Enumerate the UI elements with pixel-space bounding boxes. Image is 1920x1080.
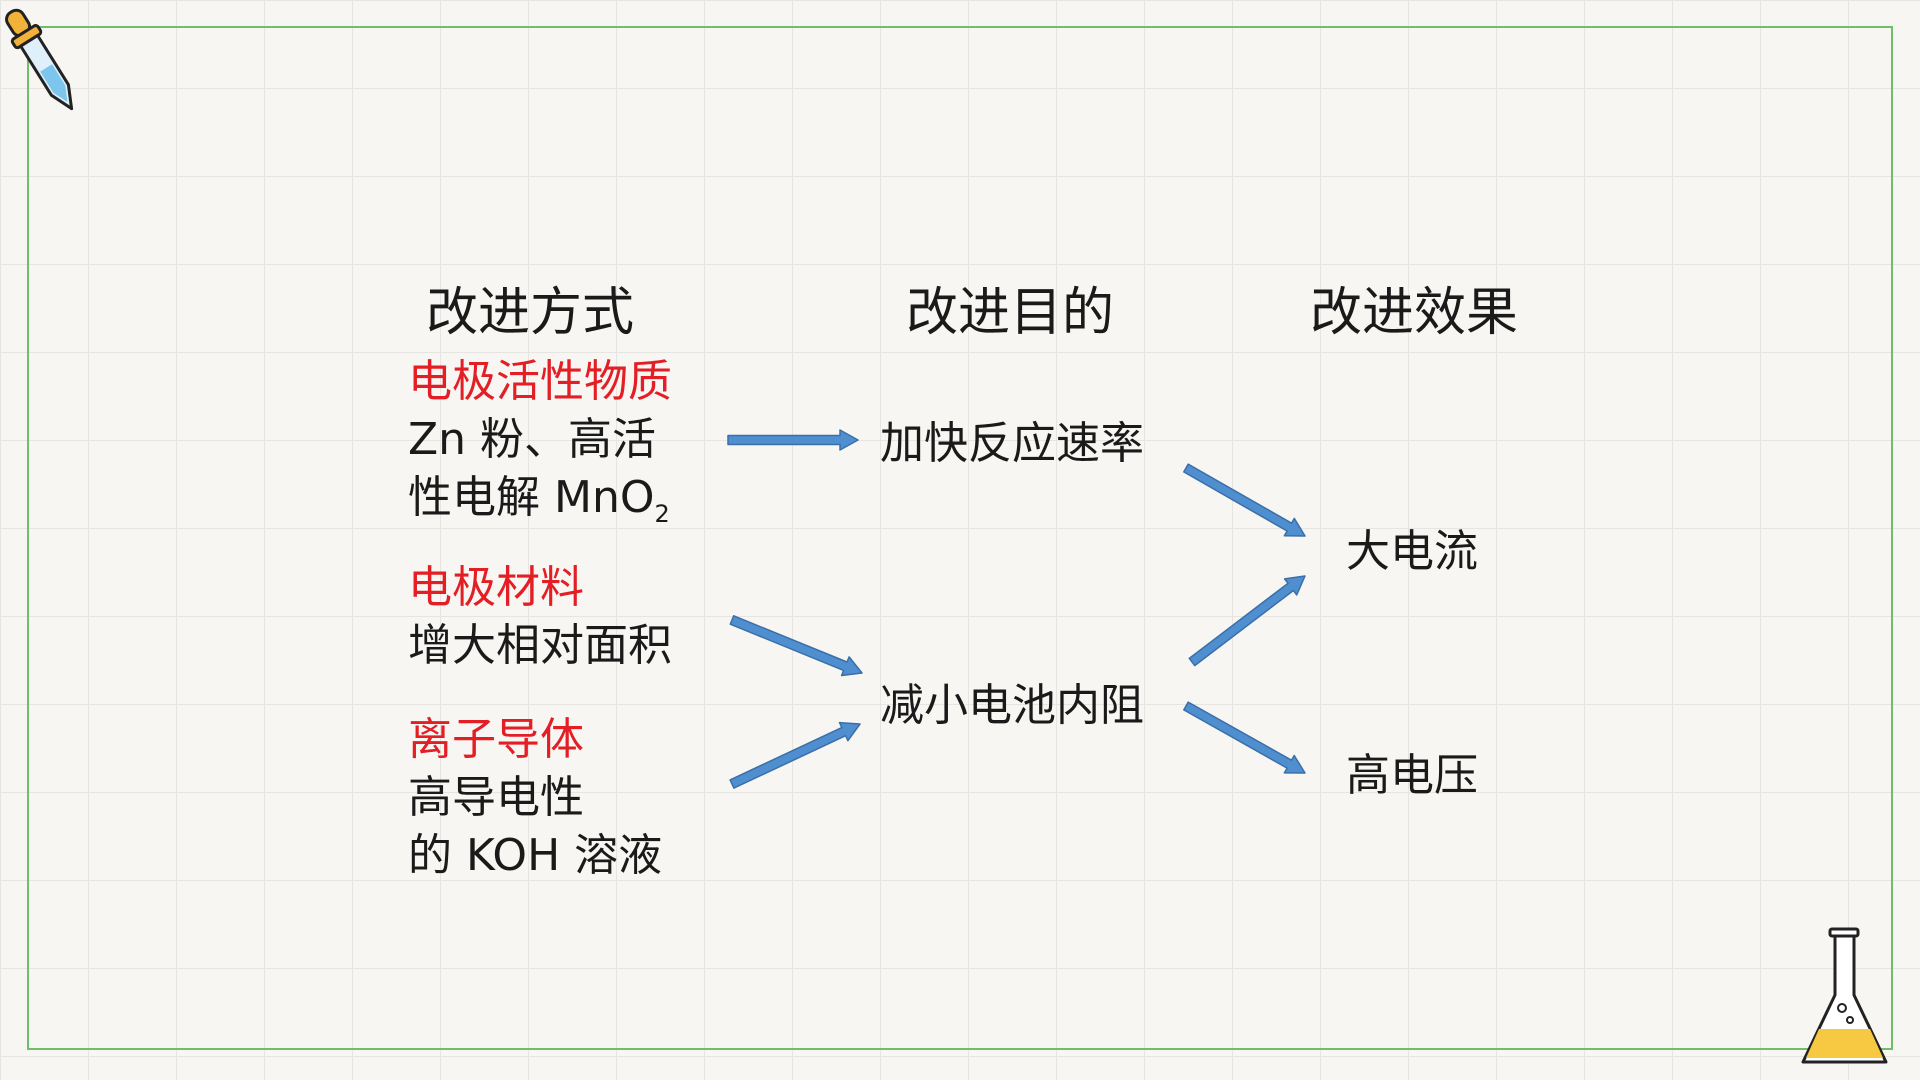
method-category-ion-conductor: 离子导体 (408, 714, 584, 765)
method-detail-line: 高导电性 (408, 772, 584, 823)
header-purpose: 改进目的 (906, 283, 1115, 343)
header-effect: 改进效果 (1310, 283, 1519, 343)
method-detail-line: 的 KOH 溶液 (408, 830, 663, 881)
header-method: 改进方式 (426, 283, 635, 343)
method-detail-subscript: 2 (654, 500, 670, 528)
method-detail-line: Zn 粉、高活 (408, 414, 657, 465)
method-detail-line: 增大相对面积 (408, 620, 672, 671)
method-detail-line: 性电解 MnO2 (408, 472, 670, 528)
effect-current: 大电流 (1346, 526, 1478, 577)
method-category-electrode-material: 电极材料 (408, 562, 584, 613)
dropper-icon (5, 8, 74, 111)
purpose-resistance: 减小电池内阻 (880, 680, 1144, 731)
purpose-speed: 加快反应速率 (880, 418, 1144, 469)
method-detail-prefix: 性电解 MnO (408, 472, 655, 523)
page-frame (27, 26, 1893, 1050)
method-category-active-material: 电极活性物质 (408, 356, 672, 407)
effect-voltage: 高电压 (1346, 750, 1478, 801)
